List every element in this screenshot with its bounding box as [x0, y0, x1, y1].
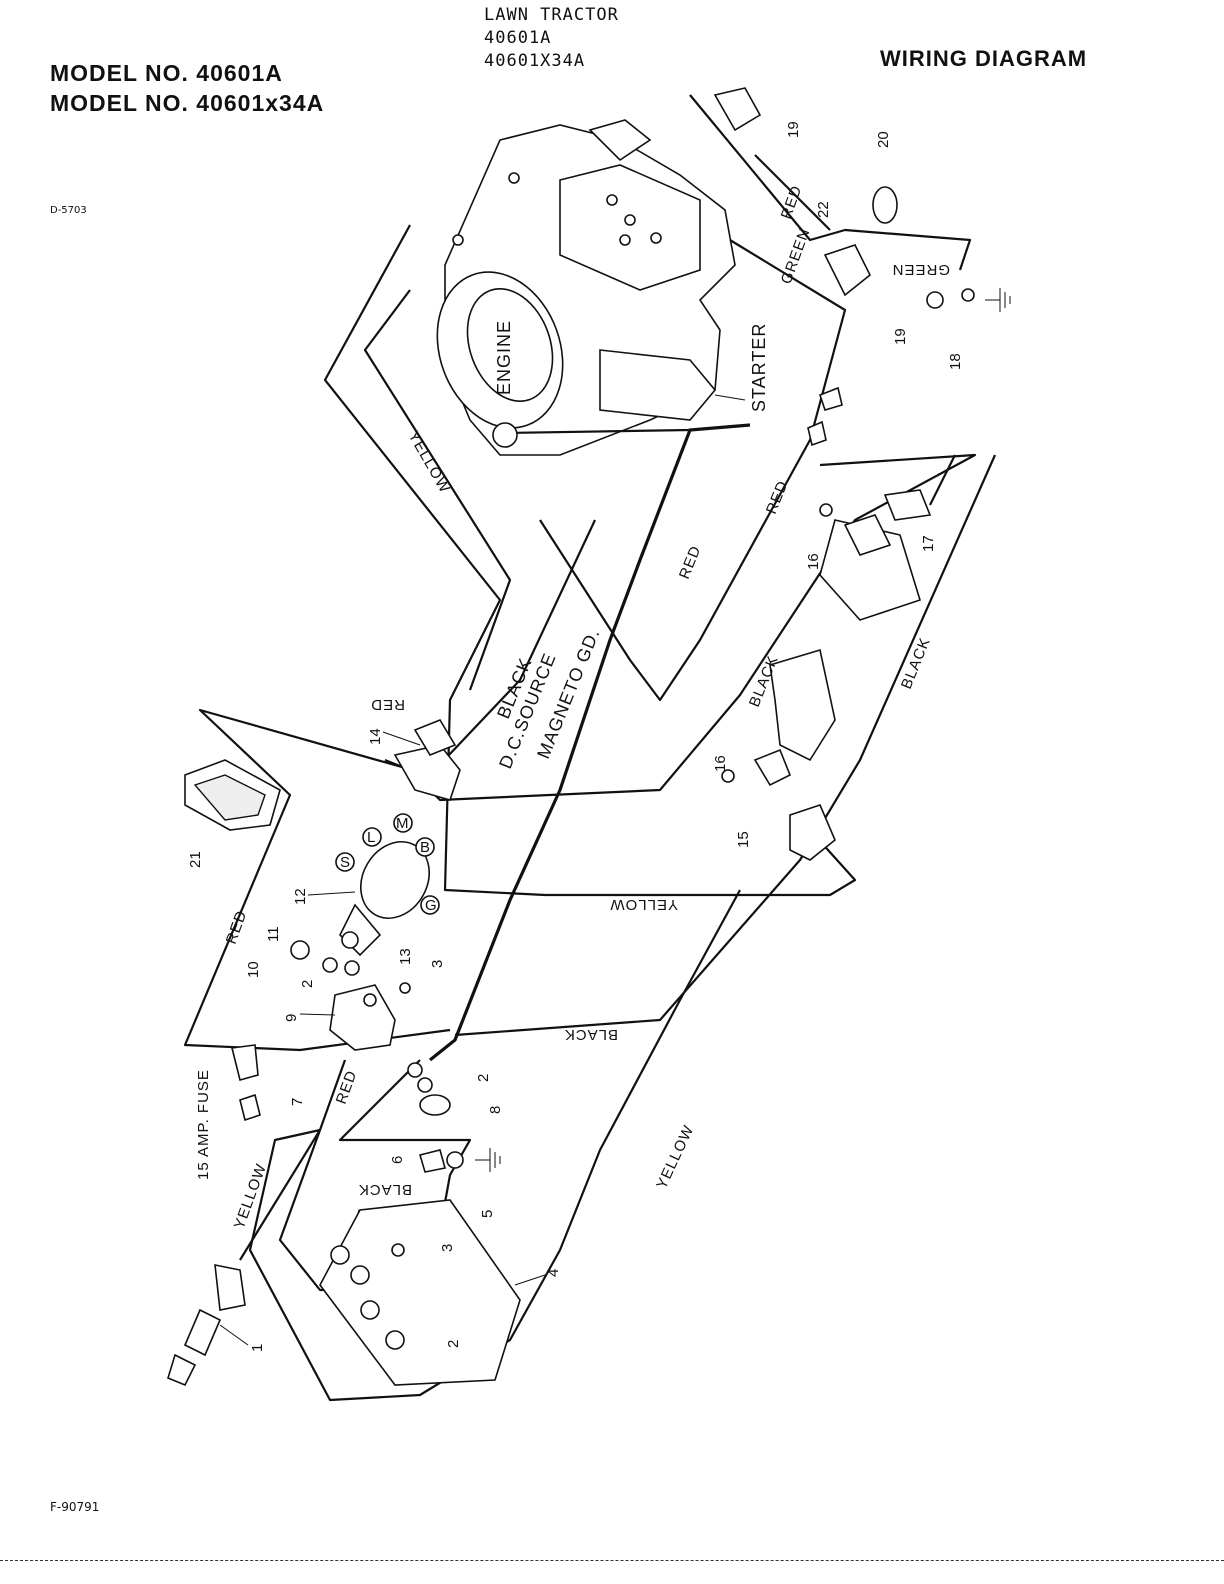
headlight-sockets [713, 87, 975, 447]
callout-11: 11 [265, 926, 282, 942]
subtitle-model-b: 40601X34A [484, 51, 586, 71]
starter-label: STARTER [749, 323, 769, 412]
callout-3b: 3 [439, 1244, 456, 1252]
wire-label-yellow-top: YELLOW [405, 429, 454, 497]
terminal-s: S [340, 854, 350, 871]
engine: ENGINE STARTER [436, 119, 769, 456]
callout-2b: 2 [475, 1074, 492, 1082]
brake-switch [393, 719, 461, 801]
mower-switch [753, 648, 836, 861]
wire-label-red-lower: RED [333, 1068, 361, 1106]
subtitle-lawn-tractor: LAWN TRACTOR [484, 5, 619, 25]
fuse: 15 AMP. FUSE [195, 1044, 261, 1180]
callout-2c: 2 [445, 1340, 462, 1348]
callout-1: 1 [249, 1344, 266, 1352]
callout-10: 10 [245, 961, 262, 978]
terminal-g: G [425, 897, 437, 914]
callout-20: 20 [875, 131, 892, 148]
page-footer-rule [0, 1560, 1224, 1561]
callouts: 1 2 2 2 3 3 4 5 6 7 8 9 10 11 12 13 14 1… [187, 121, 964, 1352]
terminal-l: L [367, 829, 375, 846]
callout-14: 14 [367, 728, 384, 745]
callout-22: 22 [815, 201, 832, 218]
callout-7: 7 [289, 1098, 306, 1106]
solenoid [329, 984, 396, 1051]
seat-switch [184, 759, 281, 831]
plug-connector [167, 1264, 246, 1387]
callout-16a: 16 [712, 755, 729, 772]
callout-12: 12 [292, 888, 309, 905]
callout-17: 17 [920, 535, 937, 552]
wire-label-red-upper: RED [763, 478, 792, 517]
wire-label-red-left-mid: RED [223, 908, 251, 946]
callout-13: 13 [397, 948, 414, 965]
misc-hardware [290, 503, 833, 1257]
battery [319, 1199, 521, 1386]
wire-label-yellow-mid: YELLOW [609, 896, 678, 913]
callout-15: 15 [735, 831, 752, 848]
rear-bracket [819, 454, 956, 621]
callout-21: 21 [187, 851, 204, 868]
wire-label-green-right: GREEN [892, 261, 950, 278]
ignition-switch: S L M B G [335, 813, 440, 957]
callout-19a: 19 [785, 121, 802, 138]
callout-8: 8 [487, 1106, 504, 1114]
wire-label-yellow-lower: YELLOW [653, 1122, 697, 1191]
callout-19b: 19 [892, 328, 909, 345]
fuse-label: 15 AMP. FUSE [195, 1069, 212, 1180]
model-number-1: MODEL NO. 40601A [50, 60, 283, 86]
form-number: F-90791 [50, 1500, 100, 1514]
terminal-m: M [396, 815, 409, 832]
drawing-ref: D-5703 [50, 205, 87, 216]
model-number-2: MODEL NO. 40601x34A [50, 90, 325, 116]
wire-label-red-mid: RED [676, 543, 705, 582]
callout-2a: 2 [299, 980, 316, 988]
subtitle-model-a: 40601A [484, 28, 552, 48]
callout-6: 6 [389, 1156, 406, 1164]
wire-label-green: GREEN [778, 226, 814, 287]
page-title: WIRING DIAGRAM [880, 46, 1088, 71]
wire-label-black-battery: BLACK [358, 1181, 412, 1198]
callout-4: 4 [545, 1269, 562, 1277]
wire-label-black-lower: BLACK [564, 1026, 618, 1043]
callout-16b: 16 [805, 553, 822, 570]
callout-5: 5 [479, 1210, 496, 1218]
wire-label-red-left: RED [370, 696, 405, 713]
callout-18: 18 [947, 353, 964, 370]
engine-label: ENGINE [494, 320, 514, 395]
ground-symbols [418, 288, 1011, 1173]
terminal-b: B [420, 839, 430, 856]
callout-9: 9 [283, 1014, 300, 1022]
callout-3a: 3 [429, 960, 446, 968]
